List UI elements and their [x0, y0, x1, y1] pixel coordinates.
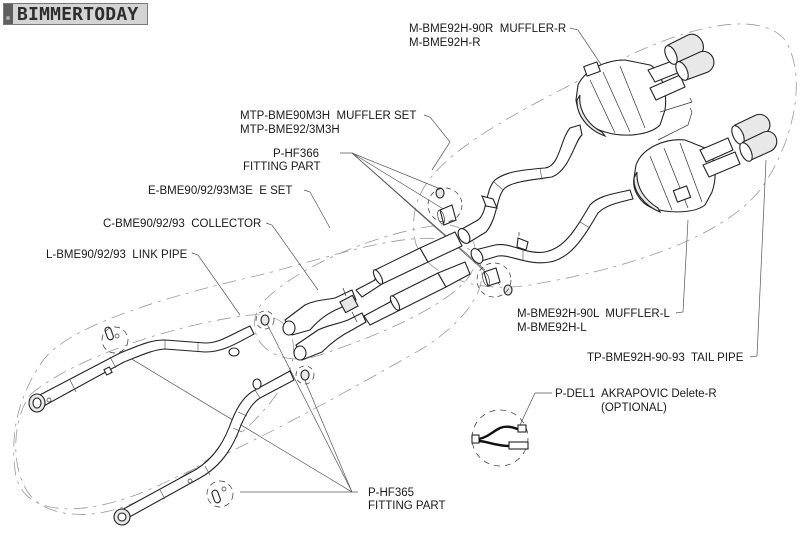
link-pipe: [28, 325, 295, 526]
leader-tail-pipe: [749, 159, 767, 358]
label-fitting-365: P-HF365: [368, 487, 414, 499]
leader-collector: [265, 222, 319, 291]
part-labels: M-BME92H-90R MUFFLER-R M-BME92H-R MTP-BM…: [46, 23, 744, 512]
label-e-set: E-BME90/92/93M3E E SET: [148, 185, 292, 197]
leader-muffler-r: [569, 27, 609, 76]
leader-fitting-365-c: [302, 375, 353, 493]
leader-link-pipe: [191, 252, 241, 316]
label-muffler-l-alt: M-BME92H-L: [517, 322, 587, 334]
leader-lines: [124, 27, 767, 493]
outline-link-pipe: [15, 314, 294, 515]
label-muffler-set: MTP-BME90M3H MUFFLER SET: [240, 110, 416, 122]
leader-muffler-l: [675, 219, 689, 314]
mid-pipes: [457, 124, 634, 264]
muffler-r: [575, 59, 693, 138]
clamp-icon: [206, 480, 234, 508]
outline-collector: [254, 224, 477, 360]
delete-r-harness: [471, 409, 529, 467]
label-fitting-365-desc: FITTING PART: [368, 500, 446, 512]
label-muffler-r-alt: M-BME92H-R: [409, 37, 481, 49]
label-muffler-set-alt: MTP-BME92/3M3H: [240, 124, 340, 136]
module-icon: [508, 441, 529, 450]
logo-strip: [4, 4, 13, 24]
o2-bung-lower: [252, 378, 262, 390]
label-tail-pipe: TP-BME92H-90-93 TAIL PIPE: [587, 352, 744, 364]
connector-icon: [517, 424, 527, 433]
sleeve-icon: [483, 267, 501, 287]
group-outlines: [13, 23, 797, 515]
label-delete-r-optional: (OPTIONAL): [601, 402, 667, 414]
sleeve-icon: [439, 204, 457, 226]
label-muffler-r: M-BME92H-90R MUFFLER-R: [409, 23, 566, 35]
clamps-hf365: [101, 310, 315, 508]
outline-e-set: [13, 238, 483, 510]
label-fitting-366: P-HF366: [273, 148, 319, 160]
connector-icon: [471, 434, 480, 444]
label-link-pipe: L-BME90/92/93 LINK PIPE: [46, 249, 188, 261]
collector: [282, 231, 471, 361]
leader-fitting-366-b: [351, 152, 446, 211]
leader-fitting-365-b: [264, 319, 353, 493]
label-muffler-l: M-BME92H-90L MUFFLER-L: [517, 308, 671, 320]
outline-muffler-set: [413, 23, 797, 288]
o2-bung-upper: [228, 347, 240, 357]
muffler-l: [633, 107, 741, 214]
label-collector: C-BME90/92/93 COLLECTOR: [103, 218, 261, 230]
tail-pipes-l: [731, 113, 778, 162]
x-pipe-bracket: [339, 294, 359, 314]
leader-muffler-set: [423, 114, 451, 171]
clamp-icon: [295, 365, 315, 385]
fittings-hf366: [427, 187, 513, 298]
leader-delete-r: [519, 392, 552, 426]
logo-dot: [6, 16, 10, 20]
leader-fitting-366-a: [340, 152, 439, 189]
label-fitting-366-desc: FITTING PART: [243, 161, 321, 173]
leader-e-set: [303, 189, 331, 229]
tail-pipes-r: [664, 33, 715, 81]
leader-fitting-366-d: [351, 152, 501, 286]
clamp-icon: [435, 187, 445, 199]
bimmertoday-watermark: BIMMERTODAY: [3, 3, 148, 25]
clamp-icon: [101, 326, 129, 354]
watermark-text: BIMMERTODAY: [17, 4, 139, 25]
label-delete-r: P-DEL1 AKRAPOVIC Delete-R: [555, 388, 717, 400]
clamp-icon: [255, 310, 275, 330]
